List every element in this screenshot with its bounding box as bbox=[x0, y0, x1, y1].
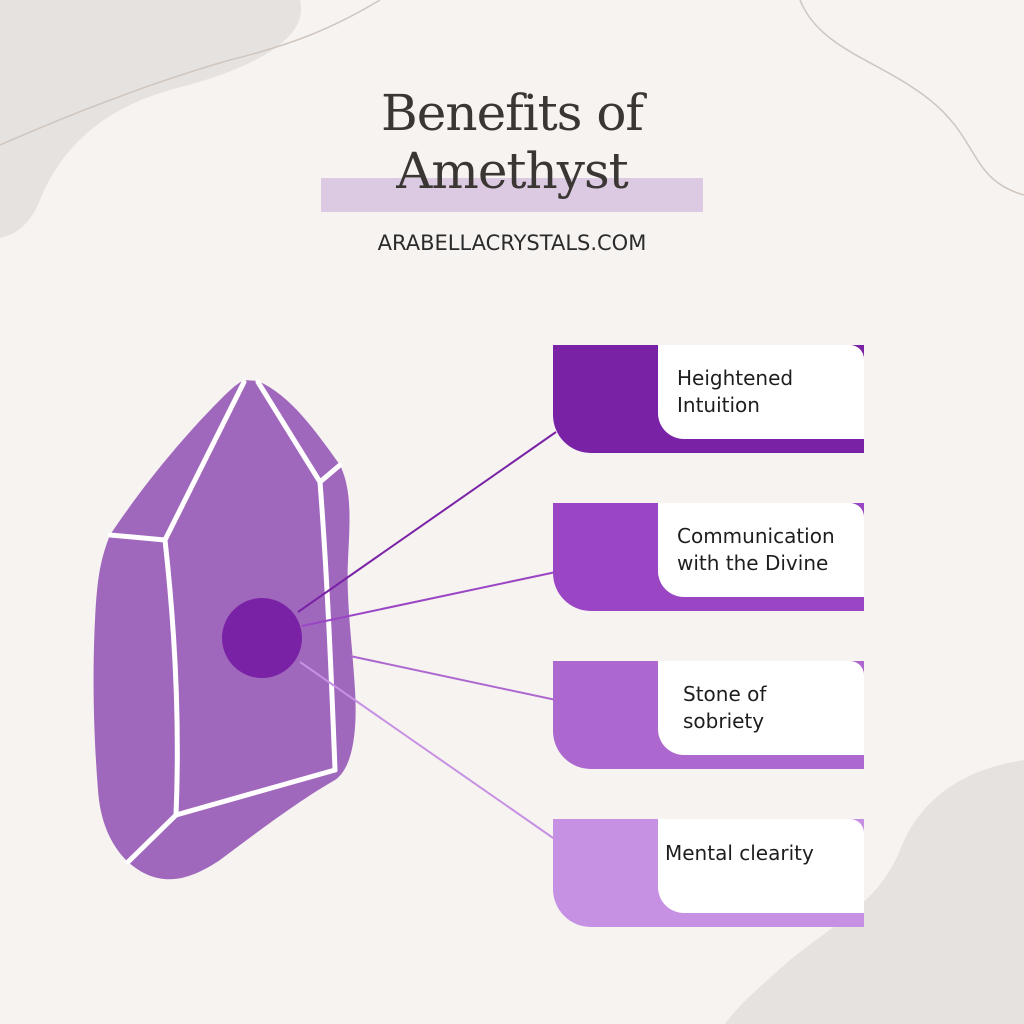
facet-edge-6 bbox=[317, 479, 338, 773]
bottom-right-blob bbox=[725, 760, 1024, 1024]
top-left-blob bbox=[0, 0, 302, 238]
connector-line-4 bbox=[299, 661, 557, 841]
benefit-label-line-1: Mental clearity bbox=[665, 841, 814, 865]
page-title: Benefits of Amethyst bbox=[0, 84, 1024, 200]
connector-lines bbox=[297, 431, 557, 841]
benefit-label-line-2: with the Divine bbox=[677, 551, 829, 575]
facet-edge-8 bbox=[125, 812, 179, 865]
connector-line-3 bbox=[349, 655, 557, 701]
benefit-label: Mental clearity bbox=[665, 819, 850, 913]
benefit-label-text: Stone of sobriety bbox=[683, 681, 766, 735]
benefit-card-2: Communication with the Divine bbox=[553, 503, 864, 611]
benefit-label: Communication with the Divine bbox=[677, 503, 862, 597]
title-highlight-bar bbox=[321, 178, 703, 212]
benefit-label-line-2: sobriety bbox=[683, 709, 765, 733]
benefit-card-panel bbox=[658, 503, 864, 597]
facet-edge-5 bbox=[162, 537, 180, 818]
benefit-label-text: Communication with the Divine bbox=[677, 523, 835, 577]
benefit-label-line-1: Communication bbox=[677, 524, 835, 548]
benefit-label-line-2: Intuition bbox=[677, 393, 760, 417]
benefit-card-panel bbox=[658, 661, 864, 755]
benefit-card-panel bbox=[658, 819, 864, 913]
connector-line-2 bbox=[301, 571, 557, 627]
top-left-curve bbox=[0, 0, 381, 146]
website-url: ARABELLACRYSTALS.COM bbox=[377, 231, 647, 255]
crystal-center-dot bbox=[222, 598, 302, 678]
benefit-label-text: Mental clearity bbox=[665, 840, 814, 867]
facet-edge-2 bbox=[162, 379, 247, 543]
facet-edge-4 bbox=[317, 462, 343, 485]
benefit-card-4: Mental clearity bbox=[553, 819, 864, 927]
facet-edge-3 bbox=[255, 379, 323, 485]
benefit-label: Stone of sobriety bbox=[683, 661, 868, 755]
benefit-card-3: Stone of sobriety bbox=[553, 661, 864, 769]
benefit-label-line-1: Stone of bbox=[683, 682, 767, 706]
benefit-card-panel bbox=[658, 345, 864, 439]
connector-line-1 bbox=[297, 431, 557, 613]
title-line-2: Amethyst bbox=[396, 142, 628, 200]
facet-edge-7 bbox=[173, 767, 338, 818]
benefit-label-line-1: Heightened bbox=[677, 366, 794, 390]
top-right-curve bbox=[799, 0, 1024, 196]
facet-edge-1 bbox=[107, 532, 168, 543]
title-line-1: Benefits of bbox=[381, 84, 644, 142]
